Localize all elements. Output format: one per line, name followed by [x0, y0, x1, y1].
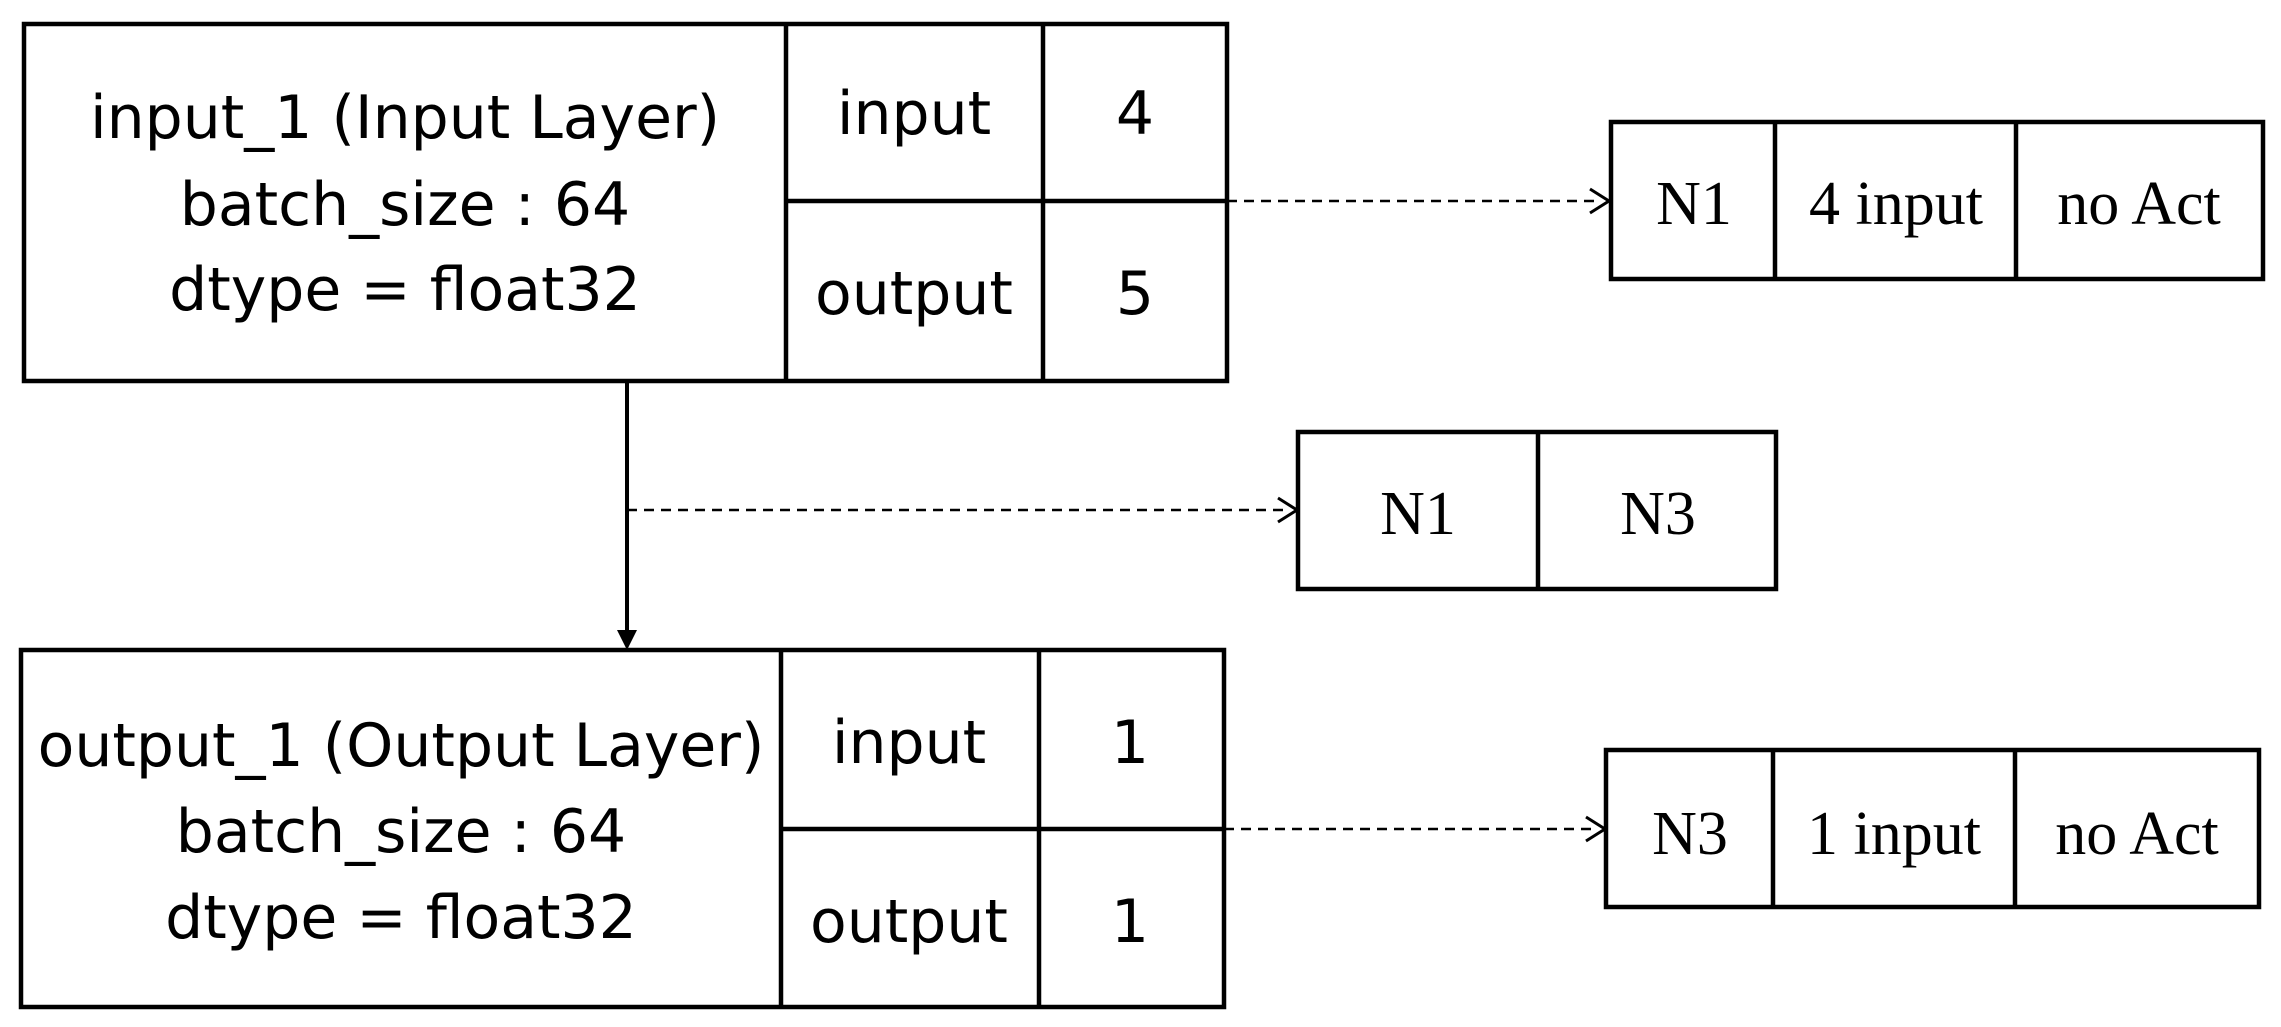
output-layer-dtype: dtype = float32 — [165, 883, 637, 953]
output-layer-output-label: output — [810, 887, 1008, 957]
input-layer-batch-size: batch_size : 64 — [180, 170, 630, 240]
output-layer-output-value: 1 — [1111, 887, 1149, 957]
input-node-activation: no Act — [2057, 170, 2221, 238]
dashed-arrow-connection-node — [627, 496, 1300, 524]
output-node-inputs: 1 input — [1807, 800, 1981, 868]
input-layer-name: input_1 (Input Layer) — [90, 83, 720, 153]
output-node-activation: no Act — [2055, 800, 2219, 868]
output-layer-name: output_1 (Output Layer) — [38, 711, 765, 781]
connection-source-node: N1 — [1380, 480, 1456, 548]
layer-connection-arrow — [617, 381, 637, 650]
input-layer-block: input_1 (Input Layer) batch_size : 64 dt… — [21, 21, 1230, 384]
output-node-frame — [1603, 747, 2262, 910]
dashed-arrow-output-node — [1224, 815, 1608, 843]
output-layer-input-value: 1 — [1111, 708, 1149, 778]
output-node-id: N3 — [1652, 800, 1728, 868]
input-node-frame — [1608, 119, 2266, 282]
connection-target-node: N3 — [1620, 480, 1696, 548]
input-layer-output-label: output — [815, 259, 1013, 329]
output-layer-block: output_1 (Output Layer) batch_size : 64 … — [18, 647, 1227, 1010]
input-node-id: N1 — [1656, 170, 1732, 238]
input-layer-input-label: input — [837, 79, 991, 149]
output-node-box: N3 1 input no Act — [1603, 747, 2262, 910]
output-layer-batch-size: batch_size : 64 — [176, 797, 626, 867]
input-layer-output-value: 5 — [1116, 259, 1154, 329]
input-node-inputs: 4 input — [1809, 170, 1983, 238]
input-layer-input-value: 4 — [1116, 79, 1154, 149]
input-node-box: N1 4 input no Act — [1608, 119, 2266, 282]
input-layer-dtype: dtype = float32 — [169, 255, 641, 325]
dashed-arrow-input-node — [1227, 187, 1612, 215]
output-layer-input-label: input — [832, 708, 986, 778]
connection-node-box: N1 N3 — [1295, 429, 1779, 592]
